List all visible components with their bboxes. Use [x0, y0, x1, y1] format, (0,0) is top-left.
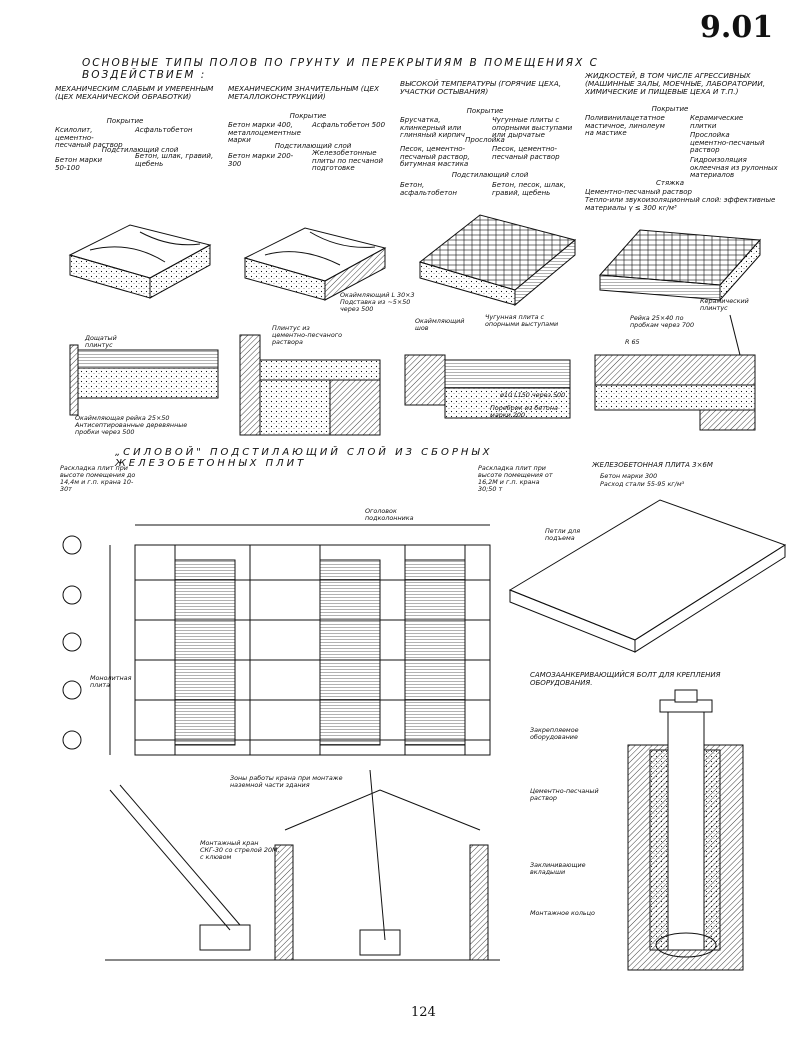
d3-hole: ø10 L150 через 500	[500, 391, 566, 399]
head-col: Оголовок подколонника	[365, 507, 414, 522]
col1-under-b: Бетон, шлак, гравий, щебень	[135, 152, 214, 168]
footer-page-number: 124	[411, 1005, 436, 1020]
detail-2	[239, 334, 381, 436]
col3-cover-b: Чугунные плиты с опорными выступами или …	[492, 116, 573, 140]
col1-cover-label: Покрытие	[106, 117, 144, 125]
section2-title: „СИЛОВОЙ" ПОДСТИЛАЮЩИЙ СЛОЙ ИЗ СБОРНЫХ Ж…	[115, 447, 493, 469]
d4-rail: Рейка 25×40 по пробкам через 700	[630, 314, 695, 329]
detail-4	[594, 314, 756, 431]
d2-edge: Окаймляющий L 30×3 Подставка из ~5×50 че…	[340, 291, 415, 313]
d4-plinth: Керамический плинтус	[700, 297, 749, 312]
col1-head: МЕХАНИЧЕСКИМ СЛАБЫМ И УМЕРЕННЫМ (ЦЕХ МЕХ…	[55, 84, 214, 102]
col3-mid-b: Песок, цементно-песчаный раствор	[492, 145, 560, 161]
layout-right: Раскладка плит при высоте помещения от 1…	[478, 464, 553, 493]
col1-cover-b: Асфальтобетон	[135, 126, 193, 134]
slab-loops: Петли для подъема	[545, 527, 581, 542]
col4-screed-text: Цементно-песчаный раствор	[585, 188, 692, 196]
col4-cover-a: Поливинилацетатное мастичное, линолеум н…	[585, 114, 665, 138]
d1-rail: Окаймляющая рейка 25×50 Антисептированны…	[75, 414, 188, 436]
col4-head: ЖИДКОСТЕЙ, В ТОМ ЧИСЛЕ АГРЕССИВНЫХ (МАШИ…	[585, 71, 766, 97]
crane-elevation	[105, 769, 500, 961]
col2-cover-b: Асфальтобетон 500	[312, 121, 386, 129]
detail-3	[404, 354, 571, 419]
iso-floor-3	[418, 214, 577, 307]
mono-slab: Монолитная плита	[90, 674, 132, 689]
page-number: 9.01	[700, 10, 774, 45]
d4-radius: R 65	[625, 338, 640, 346]
col3-cover-label: Покрытие	[466, 107, 504, 115]
col2-head: МЕХАНИЧЕСКИМ ЗНАЧИТЕЛЬНЫМ (ЦЕХ МЕТАЛЛОКО…	[228, 84, 380, 102]
col2-cover-label: Покрытие	[289, 112, 327, 120]
col3-mid-a: Песок, цементно-песчаный раствор, битумн…	[400, 145, 470, 169]
bolt-title: САМОЗААНКЕРИВАЮЩИЙСЯ БОЛТ ДЛЯ КРЕПЛЕНИЯ …	[530, 671, 721, 687]
col3-cover-a: Брусчатка, клинкерный или глиняный кирпи…	[400, 116, 465, 140]
col1-cover-a: Ксилолит, цементно-песчаный раствор	[55, 126, 123, 150]
layout-left: Раскладка плит при высоте помещения до 1…	[60, 464, 136, 493]
col4-mid-a: Прослойка цементно-песчаный раствор	[690, 131, 765, 155]
iso-floor-4	[598, 229, 762, 302]
col2-under-a: Бетон марки 200-300	[228, 152, 294, 168]
slab-layout-plan	[62, 524, 491, 756]
iso-floor-1	[68, 224, 212, 299]
col3-under-label: Подстилающий слой	[451, 171, 529, 179]
col4-mid-b: Гидроизоляция оклеечная из рулонных мате…	[690, 156, 778, 180]
col4-cover-b: Керамические плитки	[690, 114, 744, 130]
iso-floor-2	[243, 227, 387, 301]
col2-under-b: Железобетонные плиты по песчаной подгото…	[312, 149, 384, 173]
col3-under-a: Бетон, асфальтобетон	[400, 181, 457, 197]
d1-plinth: Дощатый плинтус	[85, 334, 117, 349]
d2-plinth: Плинтус из цементно-песчаного раствора	[272, 324, 343, 346]
d3-seam: Окаймляющий шов	[415, 317, 465, 332]
d3-barrier: Поребрик из бетона марки 200	[490, 404, 558, 419]
precast-slab-iso	[508, 499, 787, 653]
anchor-bolt-section	[627, 689, 744, 971]
bolt-l3: Заклинивающие вкладыши	[530, 861, 586, 876]
crane-zone: Зоны работы крана при монтаже наземной ч…	[230, 774, 343, 789]
crane-label: Монтажный кран СКГ-30 со стрелой 20М, с …	[200, 839, 280, 861]
bolt-l1: Закрепляемое оборудование	[530, 726, 579, 741]
d3-plate: Чугунная плита с опорными выступами	[485, 313, 559, 328]
slab-title: ЖЕЛЕЗОБЕТОННАЯ ПЛИТА 3×6М	[592, 461, 713, 469]
col3-mid-label: Прослойка	[465, 136, 505, 144]
col1-under-label: Подстилающий слой	[101, 146, 179, 154]
col3-under-b: Бетон, песок, шлак, гравий, щебень	[492, 181, 566, 197]
slab-steel: Расход стали 55-95 кг/м³	[600, 480, 685, 488]
bolt-l2: Цементно-песчаный раствор	[530, 787, 599, 802]
col3-head: ВЫСОКОЙ ТЕМПЕРАТУРЫ (ГОРЯЧИЕ ЦЕХА, УЧАСТ…	[400, 79, 562, 97]
col4-insul-text: Тепло-или звукоизоляционный слой: эффект…	[585, 196, 776, 212]
col4-screed-label: Стяжка	[656, 179, 684, 187]
slab-grade: Бетон марки 300	[600, 472, 658, 480]
page-title: ОСНОВНЫЕ ТИПЫ ПОЛОВ ПО ГРУНТУ И ПЕРЕКРЫТ…	[82, 57, 599, 81]
col1-under-a: Бетон марки 50-100	[55, 156, 103, 172]
col2-cover-a: Бетон марки 400, металлоцементные марки	[228, 121, 301, 145]
detail-1	[69, 344, 219, 416]
bolt-l4: Монтажное кольцо	[530, 909, 595, 917]
col2-under-label: Подстилающий слой	[274, 142, 352, 150]
col4-cover-label: Покрытие	[651, 105, 689, 113]
